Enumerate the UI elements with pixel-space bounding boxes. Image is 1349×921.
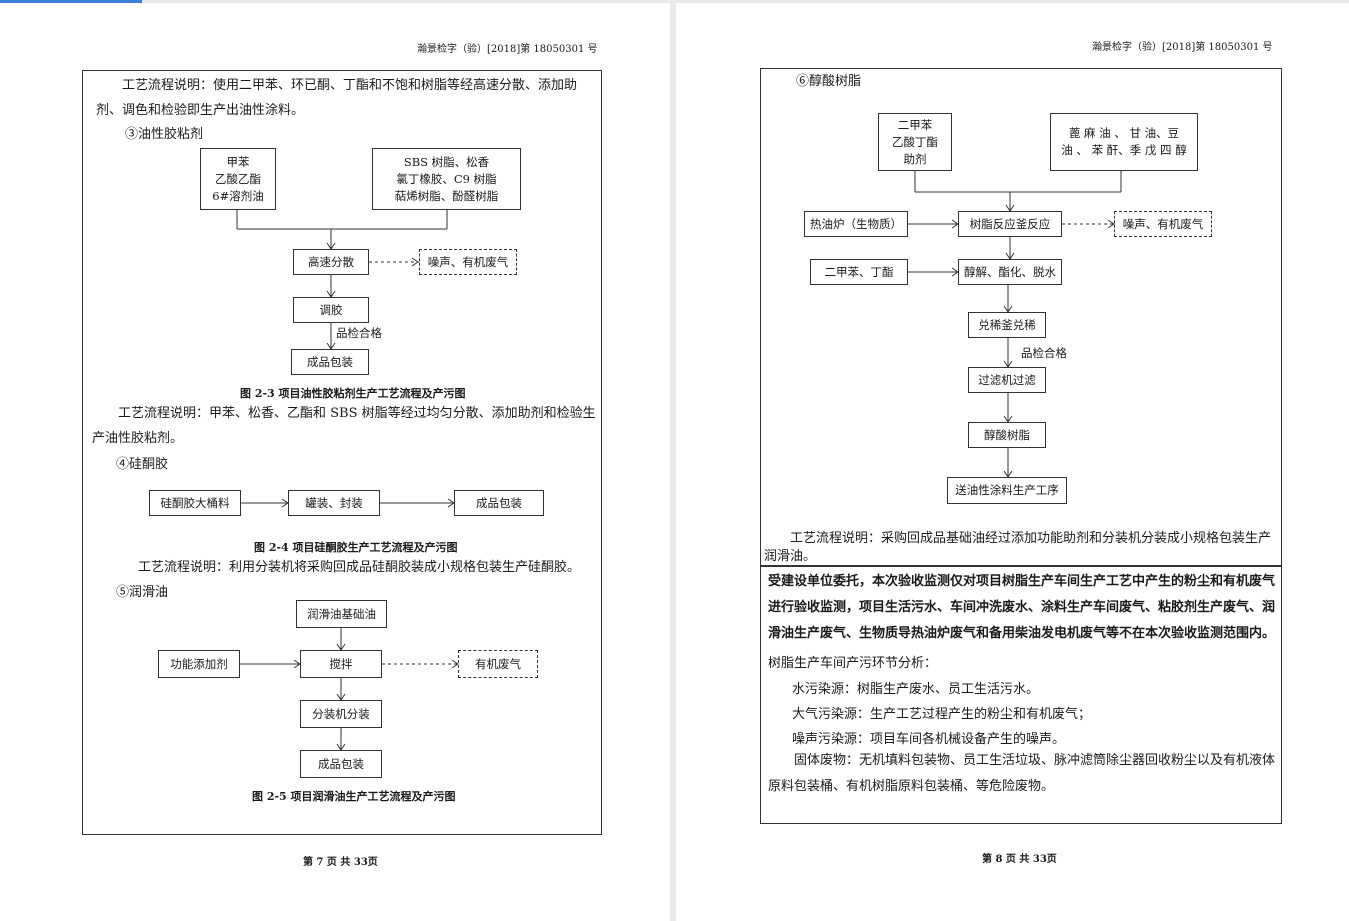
flow-box-additive: 功能添加剂 [158, 650, 240, 678]
flow-box-filtration: 过滤机过滤 [968, 367, 1046, 393]
box-line: 乙酸乙酯 [214, 171, 261, 186]
flowchart-connectors [236, 210, 459, 751]
flow-box-thermal-oil-heater: 热油炉（生物质） [804, 211, 908, 237]
section-title-lubricant: ⑤润滑油 [116, 585, 169, 600]
box-line: 助剂 [903, 151, 927, 166]
figure-caption-2-5: 图 2-5 项目润滑油生产工艺流程及产污图 [252, 790, 456, 803]
page-header: 瀚景检字（验）[2018]第 18050301 号 [1092, 42, 1273, 53]
solid-waste-description: 固体废物：无机填料包装物、员工生活垃圾、脉冲滤筒除尘器回收粉尘以及有机液体原料包… [768, 748, 1278, 800]
loading-progress-bar [0, 0, 142, 3]
page-header: 瀚景检字（验）[2018]第 18050301 号 [417, 44, 598, 55]
document-page-8: 瀚景检字（验）[2018]第 18050301 号 ⑥醇酸树脂 二甲苯乙酸丁酯助… [676, 3, 1349, 921]
flow-box-emission-noise-voc: 噪声、有机废气 [419, 249, 517, 275]
flow-box-raw-solvents: 二甲苯乙酸丁酯助剂 [878, 113, 952, 171]
flow-box-resin-reactor: 树脂反应釜反应 [958, 211, 1062, 237]
water-pollution-source: 水污染源：树脂生产废水、员工生活污水。 [792, 682, 1040, 697]
silicone-process-text: 工艺流程说明：利用分装机将采购回成品硅酮胶装成小规格包装生产硅酮胶。 [138, 560, 581, 575]
page-footer: 第 7 页 共 33页 [303, 857, 378, 868]
flow-label-qc-passed: 品检合格 [1021, 346, 1067, 360]
paint-process-text: 工艺流程说明：使用二甲苯、环已酮、丁酯和不饱和树脂等经高速分散、添加助剂、调色和… [96, 78, 578, 118]
box-line: 6#溶剂油 [212, 188, 264, 203]
flow-label-qc-passed: 品检合格 [336, 326, 382, 340]
section-title-alkyd-resin: ⑥醇酸树脂 [796, 74, 862, 89]
section-title-silicone: ④硅酮胶 [116, 457, 169, 472]
box-line: 二甲苯 [897, 117, 933, 132]
flow-box-alkyd-resin: 醇酸树脂 [968, 422, 1046, 448]
figure-caption-2-3: 图 2-3 项目油性胶粘剂生产工艺流程及产污图 [240, 387, 466, 400]
flow-box-send-to-coating: 送油性涂料生产工序 [947, 477, 1067, 504]
page-footer: 第 8 页 共 33页 [982, 854, 1057, 865]
lubricant-process-description: 工艺流程说明：采购回成品基础油经过添加功能助剂和分装机分装成小规格包装生产润滑油… [764, 530, 1276, 566]
flow-box-silicone-bulk: 硅酮胶大桶料 [149, 490, 241, 516]
noise-pollution-source: 噪声污染源：项目车间各机械设备产生的噪声。 [792, 732, 1066, 747]
solid-waste-text: 固体废物：无机填料包装物、员工生活垃圾、脉冲滤筒除尘器回收粉尘以及有机液体原料包… [768, 753, 1276, 794]
adhesive-process-text: 工艺流程说明：甲苯、松香、乙酯和 SBS 树脂等经过均匀分散、添加助剂和检验生产… [92, 406, 596, 446]
section-title-oil-adhesive: ③油性胶粘剂 [125, 127, 204, 142]
adhesive-process-description: 工艺流程说明：甲苯、松香、乙酯和 SBS 树脂等经过均匀分散、添加助剂和检验生产… [92, 401, 598, 451]
flow-box-thinning: 兑稀釜兑稀 [968, 312, 1046, 338]
box-line: 氯丁橡胶、C9 树脂 [396, 171, 497, 186]
content-frame [82, 70, 602, 835]
content-frame-bottom [760, 565, 1282, 824]
flow-box-raw-resins: SBS 树脂、松香氯丁橡胶、C9 树脂萜烯树脂、酚醛树脂 [372, 148, 521, 210]
flow-box-raw-oils: 蓖 麻 油 、 甘 油、豆油 、 苯 酐、季 戊 四 醇 [1050, 113, 1198, 171]
air-pollution-source: 大气污染源：生产工艺过程产生的粉尘和有机废气； [792, 707, 1092, 722]
box-line: 乙酸丁酯 [892, 134, 938, 149]
box-line: 油 、 苯 酐、季 戊 四 醇 [1061, 143, 1187, 157]
box-line: SBS 树脂、松香 [403, 154, 490, 169]
box-line: 蓖 麻 油 、 甘 油、豆 [1068, 126, 1180, 140]
box-line: 甲苯 [226, 154, 250, 169]
flowchart-connectors [908, 171, 1122, 478]
flow-box-base-oil: 润滑油基础油 [296, 600, 387, 628]
flow-box-product-packaging: 成品包装 [291, 349, 369, 375]
flow-box-product-packaging: 成品包装 [454, 490, 544, 516]
analysis-title: 树脂生产车间产污环节分析： [768, 656, 938, 671]
monitoring-scope-statement: 受建设单位委托，本次验收监测仅对项目树脂生产车间生产工艺中产生的粉尘和有机废气进… [768, 574, 1276, 641]
box-line: 萜烯树脂、酚醛树脂 [394, 188, 499, 203]
flow-box-raw-solvents: 甲苯乙酸乙酯 6#溶剂油 [200, 148, 276, 210]
flow-box-product-packaging: 成品包装 [300, 750, 382, 778]
document-page-7: 瀚景检字（验）[2018]第 18050301 号 工艺流程说明：使用二甲苯、环… [0, 3, 670, 921]
flow-box-solvent-input: 二甲苯、丁酯 [810, 259, 908, 285]
lubricant-process-text: 工艺流程说明：采购回成品基础油经过添加功能助剂和分装机分装成小规格包装生产润滑油… [764, 531, 1272, 564]
silicone-process-description: 工艺流程说明：利用分装机将采购回成品硅酮胶装成小规格包装生产硅酮胶。 [112, 555, 598, 580]
content-frame-top [760, 68, 1282, 567]
flow-box-alcoholysis: 醇解、酯化、脱水 [958, 259, 1062, 285]
paint-process-description: 工艺流程说明：使用二甲苯、环已酮、丁酯和不饱和树脂等经高速分散、添加助剂、调色和… [96, 73, 596, 123]
figure-caption-2-4: 图 2-4 项目硅酮胶生产工艺流程及产污图 [254, 541, 458, 554]
flow-box-emission-noise-voc: 噪声、有机废气 [1114, 211, 1212, 237]
